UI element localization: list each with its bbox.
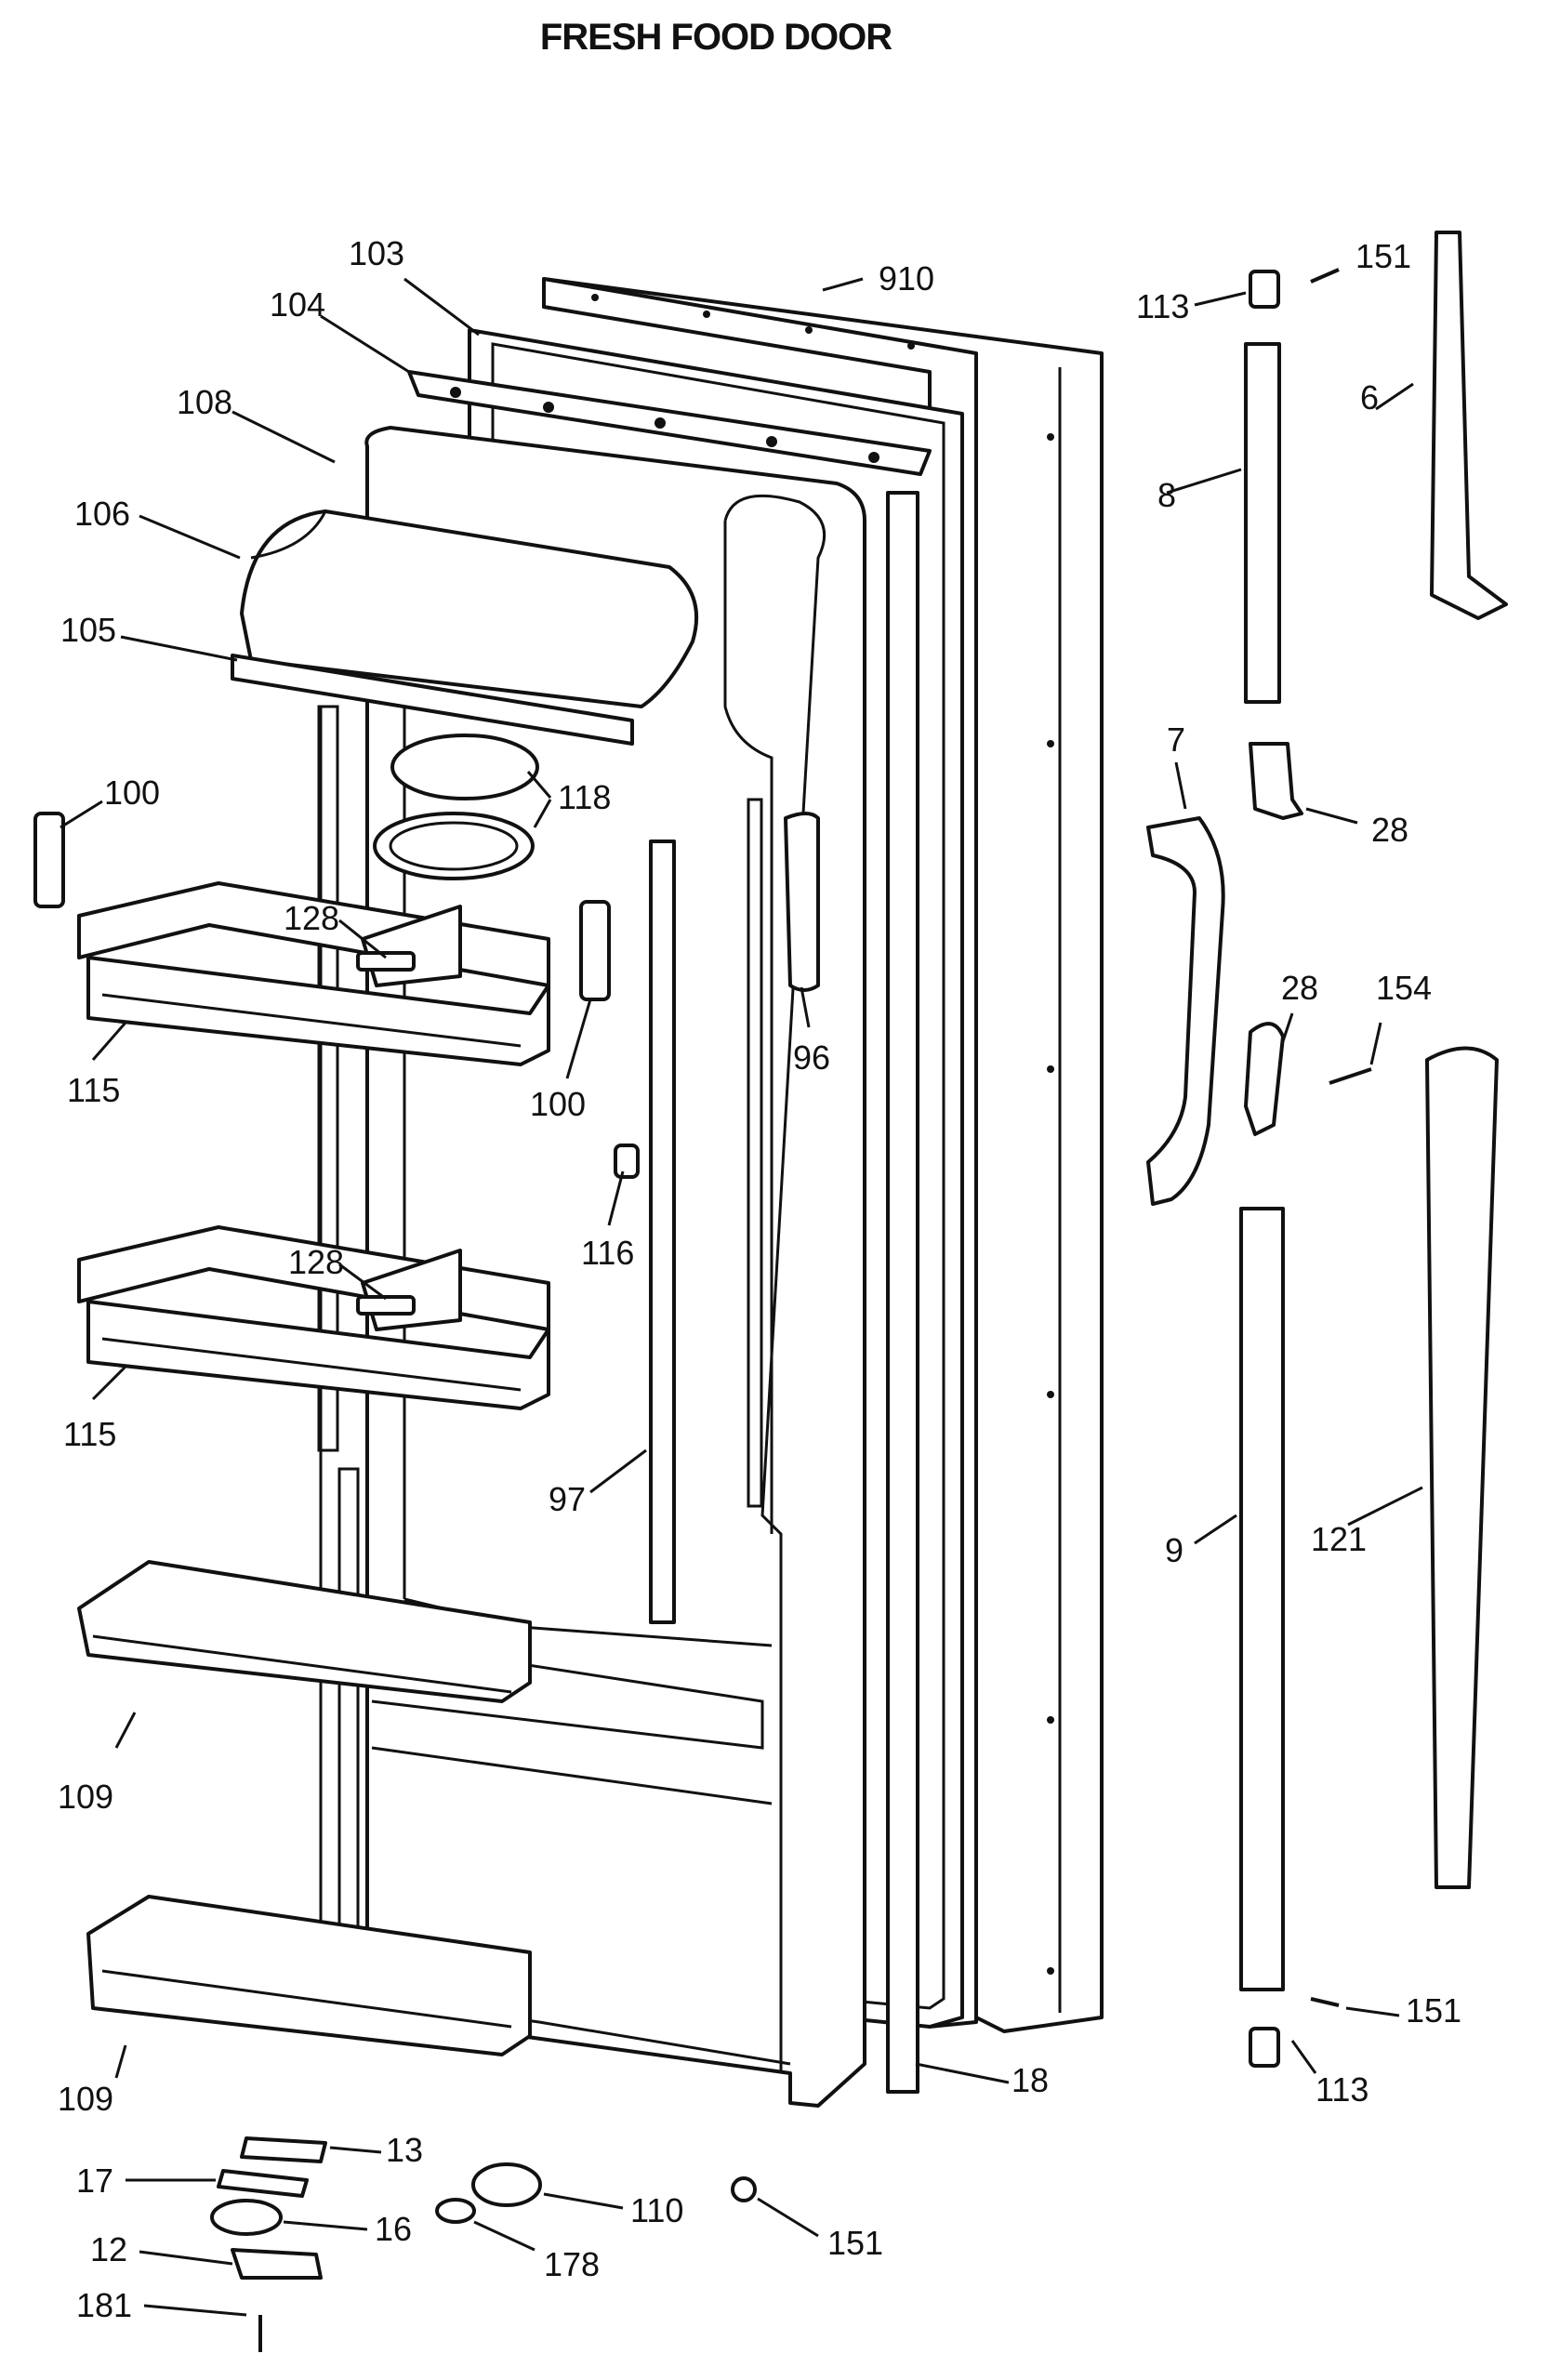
callout-28-upper: 28: [1371, 811, 1408, 849]
screw-151-top: [1310, 268, 1340, 284]
callout-910: 910: [879, 259, 934, 298]
callout-9: 9: [1165, 1531, 1183, 1569]
callout-128-middle: 128: [288, 1243, 344, 1281]
trim-strip-9: [1239, 1207, 1285, 1991]
door-handle-7: [1146, 816, 1225, 1206]
callout-115-middle: 115: [63, 1415, 116, 1453]
callout-18: 18: [1012, 2061, 1049, 2099]
callout-100-left: 100: [104, 774, 160, 812]
callout-97: 97: [549, 1480, 586, 1518]
callout-12: 12: [90, 2230, 127, 2268]
callout-109-upper: 109: [58, 1778, 113, 1816]
shelf-clip-left: [33, 812, 65, 908]
callout-109-lower: 109: [58, 2080, 113, 2118]
callout-17: 17: [76, 2162, 113, 2200]
breaker-strip-top: [407, 370, 932, 476]
callout-113-bottom: 113: [1316, 2070, 1368, 2109]
hinge-washer-17: [217, 2169, 309, 2198]
callout-7: 7: [1167, 721, 1185, 759]
callout-16: 16: [375, 2210, 412, 2248]
callout-128-upper: 128: [284, 899, 339, 937]
hinge-cover-top: [1249, 270, 1280, 309]
shelf-clip-right: [579, 900, 611, 1001]
callout-labels: 103 910 104 108 106 105 100 118 128 100 …: [58, 234, 1461, 2324]
callout-178: 178: [544, 2245, 600, 2283]
callout-108: 108: [177, 383, 232, 421]
dairy-door-strip: [231, 654, 634, 746]
callout-154: 154: [1376, 969, 1432, 1007]
callout-151-door: 151: [827, 2224, 883, 2262]
callout-113-top: 113: [1136, 287, 1189, 325]
shelf-support-116: [614, 1144, 640, 1179]
callout-96: 96: [793, 1038, 830, 1077]
door-bin-upper: [77, 881, 550, 1066]
callout-151-top: 151: [1355, 237, 1411, 275]
screw-151-bottom: [1310, 1997, 1340, 2007]
callout-181: 181: [76, 2286, 132, 2324]
callout-13: 13: [386, 2131, 423, 2169]
trim-strip-8: [1244, 342, 1281, 704]
door-strip-96: [784, 812, 820, 992]
callout-8: 8: [1157, 476, 1176, 514]
butter-compartment-covers: [373, 734, 539, 880]
dairy-door: [240, 509, 699, 708]
breaker-strip-side: [886, 491, 919, 2094]
hinge-shim-13: [240, 2136, 327, 2163]
screw-154: [1329, 1067, 1372, 1085]
diagram-title: FRESH FOOD DOOR: [539, 17, 892, 58]
door-bin-lower-1: [77, 1560, 532, 1703]
hinge-cover-bottom: [1249, 2027, 1280, 2068]
callout-110: 110: [630, 2191, 683, 2229]
hinge-bracket-28-lower: [1244, 1022, 1285, 1136]
callout-28-lower: 28: [1281, 969, 1318, 1007]
callout-115-upper: 115: [67, 1071, 120, 1109]
plug-110: [471, 2162, 542, 2207]
door-strip-97: [649, 840, 676, 1624]
callout-103: 103: [349, 234, 404, 272]
callout-105: 105: [60, 611, 116, 649]
hinge-bracket-28-upper: [1249, 742, 1303, 820]
hinge-pin-bracket-12: [231, 2248, 323, 2280]
callout-118: 118: [558, 778, 611, 816]
callout-100-right: 100: [530, 1085, 586, 1123]
callout-6: 6: [1360, 378, 1379, 416]
callout-116: 116: [581, 1234, 634, 1272]
door-bin-lower-2: [86, 1895, 532, 2056]
bearing-178: [435, 2198, 476, 2224]
callout-151-bottom: 151: [1406, 1991, 1461, 2030]
handle-end-cap-6: [1430, 231, 1508, 620]
callout-104: 104: [270, 285, 325, 324]
callout-121: 121: [1311, 1520, 1367, 1558]
leader-lines: [60, 277, 1423, 2317]
door-bin-middle: [77, 1225, 550, 1410]
handle-trim-121: [1425, 1046, 1499, 1889]
screw-151-door: [731, 2176, 757, 2202]
callout-106: 106: [74, 495, 130, 533]
hinge-bushing-16: [210, 2199, 283, 2236]
